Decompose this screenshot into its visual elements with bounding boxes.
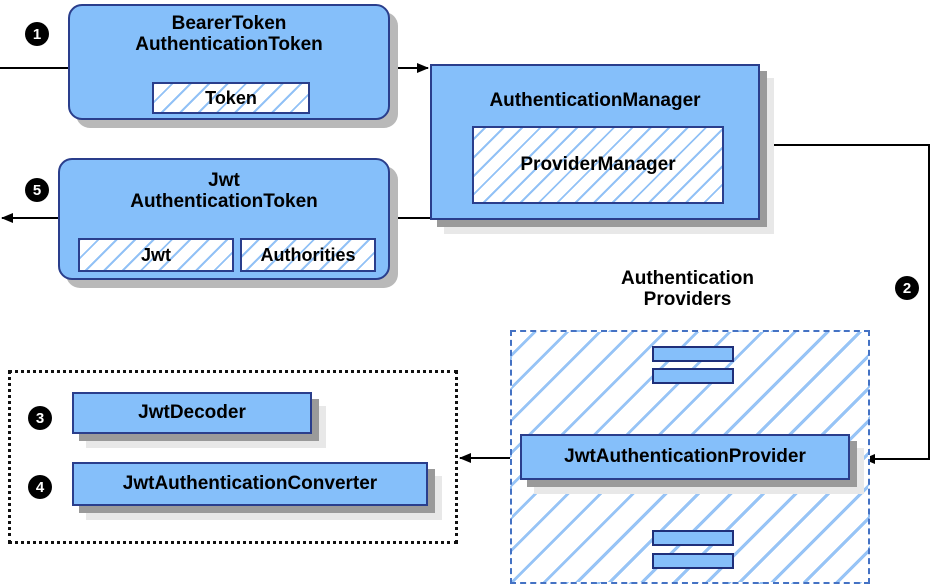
node-jwt-decoder[interactable]: JwtDecoder [72,392,312,434]
bearer-token-title-line2: AuthenticationToken [135,34,323,56]
node-authentication-manager[interactable]: AuthenticationManager ProviderManager [430,64,760,220]
jwt-authentication-converter-title: JwtAuthenticationConverter [122,473,378,495]
provider-stack-bar-top-1 [652,346,734,362]
jwt-decoder-title: JwtDecoder [138,402,246,424]
step-badge-4: 4 [28,475,52,499]
authentication-manager-inner-provider-manager-box: ProviderManager [472,126,724,204]
jwt-authentication-token-inner-authorities-box: Authorities [240,238,376,272]
jwt-authentication-token-title-line2: AuthenticationToken [130,191,318,213]
provider-stack-bar-bottom-1 [652,530,734,546]
bearer-token-title-line1: BearerToken [171,13,287,34]
node-jwt-authentication-converter[interactable]: JwtAuthenticationConverter [72,462,428,506]
step-badge-2: 2 [895,276,919,300]
jwt-authentication-token-inner-jwt-box: Jwt [78,238,234,272]
node-jwt-authentication-token[interactable]: Jwt AuthenticationToken Jwt Authorities [58,158,390,280]
tools-group [8,370,458,544]
authentication-providers-label: Authentication Providers [595,268,780,311]
bearer-token-inner-token-box: Token [152,82,310,114]
jwt-authentication-provider-title: JwtAuthenticationProvider [564,446,806,468]
bearer-token-inner-token-label: Token [205,87,257,108]
jwt-authentication-token-title-line1: Jwt [208,170,240,191]
node-jwt-authentication-provider[interactable]: JwtAuthenticationProvider [520,434,850,480]
node-bearer-token-authentication-token[interactable]: BearerToken AuthenticationToken Token [68,4,390,120]
step-badge-5: 5 [25,178,49,202]
provider-manager-label: ProviderManager [520,154,676,176]
authentication-providers-label-line2: Providers [643,289,732,311]
step-badge-1: 1 [25,22,49,46]
step-badge-3: 3 [28,406,52,430]
provider-stack-bar-top-2 [652,368,734,384]
authentication-manager-title: AuthenticationManager [489,90,701,111]
provider-stack-bar-bottom-2 [652,553,734,569]
authentication-providers-label-line1: Authentication [621,268,754,289]
jwt-authentication-token-inner-authorities-label: Authorities [260,244,356,265]
jwt-authentication-token-inner-jwt-label: Jwt [140,244,171,265]
